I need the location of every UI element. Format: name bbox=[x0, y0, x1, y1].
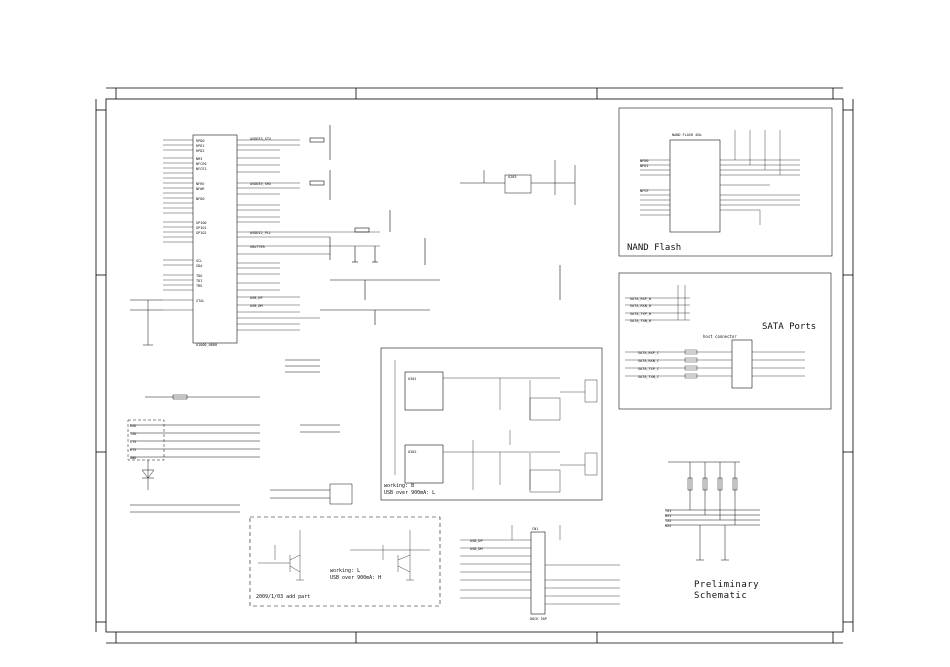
svg-text:U203: U203 bbox=[508, 175, 516, 179]
sheet-frame bbox=[95, 87, 854, 644]
svg-text:USB_DP: USB_DP bbox=[470, 539, 483, 543]
nand-flash-label: NAND Flash bbox=[627, 243, 682, 253]
svg-text:U1000_0000: U1000_0000 bbox=[196, 343, 217, 347]
sata-block bbox=[618, 272, 832, 410]
svg-text:NMI: NMI bbox=[196, 157, 202, 161]
host-connector-label: host connector bbox=[703, 334, 737, 339]
svg-text:AVDD12_PLL: AVDD12_PLL bbox=[250, 231, 271, 235]
svg-text:NFD1: NFD1 bbox=[640, 164, 648, 168]
svg-text:USB_DM: USB_DM bbox=[250, 304, 263, 308]
svg-text:RPD2: RPD2 bbox=[196, 149, 204, 153]
svg-text:NAND FLASH 4Gb: NAND FLASH 4Gb bbox=[672, 133, 702, 137]
nand-flash-block bbox=[618, 107, 833, 257]
usb-over-l-note: USB over 900mA: H bbox=[330, 575, 382, 581]
svg-text:RXD: RXD bbox=[130, 424, 136, 428]
svg-text:DOCK 30P: DOCK 30P bbox=[530, 617, 547, 621]
svg-text:NFCE1: NFCE1 bbox=[196, 167, 207, 171]
stamp-line-2: Schematic bbox=[694, 591, 748, 601]
svg-text:TDI: TDI bbox=[196, 279, 202, 283]
svg-text:SATA_TXN_0: SATA_TXN_0 bbox=[630, 319, 651, 323]
add-part-note: 2009/1/03 add part bbox=[256, 594, 311, 600]
usb-working-l-note: working: L bbox=[330, 568, 361, 574]
svg-text:SATA_RXP_C: SATA_RXP_C bbox=[638, 351, 659, 355]
svg-text:RPD0: RPD0 bbox=[196, 139, 204, 143]
usb-working-b-note: working: B bbox=[384, 483, 415, 489]
sata-ports-label: SATA Ports bbox=[762, 322, 817, 332]
svg-text:GPIO2: GPIO2 bbox=[196, 231, 207, 235]
svg-text:AVDD33_STX: AVDD33_STX bbox=[250, 137, 272, 141]
svg-text:SATA_RXN_0: SATA_RXN_0 bbox=[630, 304, 651, 308]
svg-text:TDO: TDO bbox=[196, 274, 202, 278]
left-components bbox=[127, 299, 353, 513]
svg-text:RX2: RX2 bbox=[665, 524, 671, 528]
main-ic bbox=[163, 125, 561, 344]
svg-text:XTAL: XTAL bbox=[196, 299, 204, 303]
dock-connector bbox=[460, 525, 620, 615]
svg-text:U302: U302 bbox=[408, 450, 416, 454]
svg-text:USB_DM: USB_DM bbox=[470, 547, 483, 551]
svg-text:NFCE: NFCE bbox=[640, 189, 648, 193]
usb-over-b-note: USB over 900mA: L bbox=[384, 490, 436, 496]
transistor-block bbox=[249, 516, 441, 607]
usb-power-block bbox=[380, 347, 603, 501]
svg-text:CTS: CTS bbox=[130, 440, 136, 444]
svg-text:SCL: SCL bbox=[196, 259, 202, 263]
svg-text:RTS: RTS bbox=[130, 448, 136, 452]
svg-text:SATA_TXP_C: SATA_TXP_C bbox=[638, 367, 659, 371]
svg-text:TMS: TMS bbox=[196, 284, 202, 288]
svg-text:NFD0: NFD0 bbox=[196, 197, 204, 201]
svg-text:SHUTTER: SHUTTER bbox=[250, 245, 266, 249]
svg-text:SATA_TXP_0: SATA_TXP_0 bbox=[630, 312, 651, 316]
svg-text:TX2: TX2 bbox=[665, 519, 671, 523]
pullup-bank bbox=[665, 461, 760, 561]
svg-text:USB_DP: USB_DP bbox=[250, 296, 263, 300]
svg-text:SATA_TXN_C: SATA_TXN_C bbox=[638, 375, 659, 379]
svg-text:NFCE0: NFCE0 bbox=[196, 162, 207, 166]
top-usb-regulator bbox=[460, 160, 576, 205]
svg-text:RPD1: RPD1 bbox=[196, 144, 204, 148]
stamp-line-1: Preliminary bbox=[694, 580, 760, 590]
svg-text:GPIO0: GPIO0 bbox=[196, 221, 207, 225]
svg-text:RX1: RX1 bbox=[665, 514, 671, 518]
svg-text:SDA: SDA bbox=[196, 264, 203, 268]
svg-text:GND: GND bbox=[130, 456, 136, 460]
svg-text:NFRE: NFRE bbox=[196, 182, 204, 186]
svg-text:SATA_RXP_0: SATA_RXP_0 bbox=[630, 297, 651, 301]
svg-text:CN1: CN1 bbox=[532, 527, 538, 531]
svg-text:AVDD33_SRX: AVDD33_SRX bbox=[250, 182, 272, 186]
svg-text:NFD0: NFD0 bbox=[640, 159, 648, 163]
svg-text:NFWE: NFWE bbox=[196, 187, 204, 191]
svg-text:TXD: TXD bbox=[130, 432, 136, 436]
svg-text:U301: U301 bbox=[408, 377, 416, 381]
svg-text:SATA_RXN_C: SATA_RXN_C bbox=[638, 359, 659, 363]
svg-text:GPIO1: GPIO1 bbox=[196, 226, 207, 230]
svg-text:TX1: TX1 bbox=[665, 509, 671, 513]
